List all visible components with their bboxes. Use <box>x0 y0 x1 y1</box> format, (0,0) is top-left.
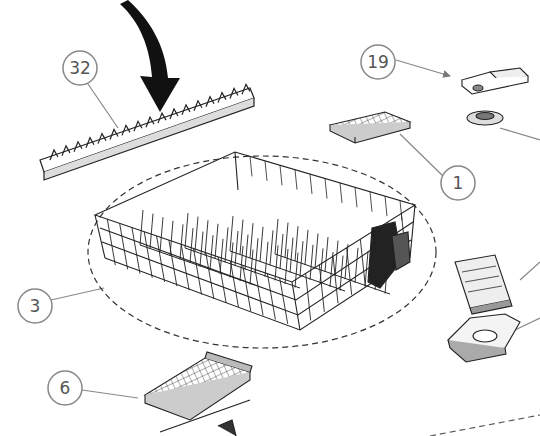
callout-number: 6 <box>60 380 71 397</box>
clip-part <box>330 112 410 143</box>
cup-shelf <box>145 352 252 420</box>
callout-circle <box>18 289 52 323</box>
tine-rail <box>40 84 254 180</box>
insert-arrow <box>120 0 180 112</box>
leader-line <box>400 134 445 178</box>
latch-part <box>462 68 528 94</box>
callout-number: 1 <box>453 175 464 192</box>
holder-part <box>448 314 520 362</box>
callout-circle <box>361 45 395 79</box>
leader-line <box>500 128 540 140</box>
callout-circle <box>48 371 82 405</box>
callout-number: 32 <box>69 60 91 77</box>
group-outline <box>88 156 436 348</box>
ring-part <box>467 111 503 125</box>
callout-circle <box>441 166 475 200</box>
leader-line <box>396 60 450 76</box>
upper-basket <box>95 152 415 330</box>
leader-line <box>88 84 118 128</box>
bracket-part <box>455 255 512 314</box>
leader-line <box>51 288 104 300</box>
callout-number: 3 <box>30 298 41 315</box>
callout-number: 19 <box>367 54 389 71</box>
rod-part <box>160 400 540 436</box>
callout-circle <box>63 51 97 85</box>
leader-line <box>82 390 138 398</box>
leader-line <box>520 262 540 280</box>
